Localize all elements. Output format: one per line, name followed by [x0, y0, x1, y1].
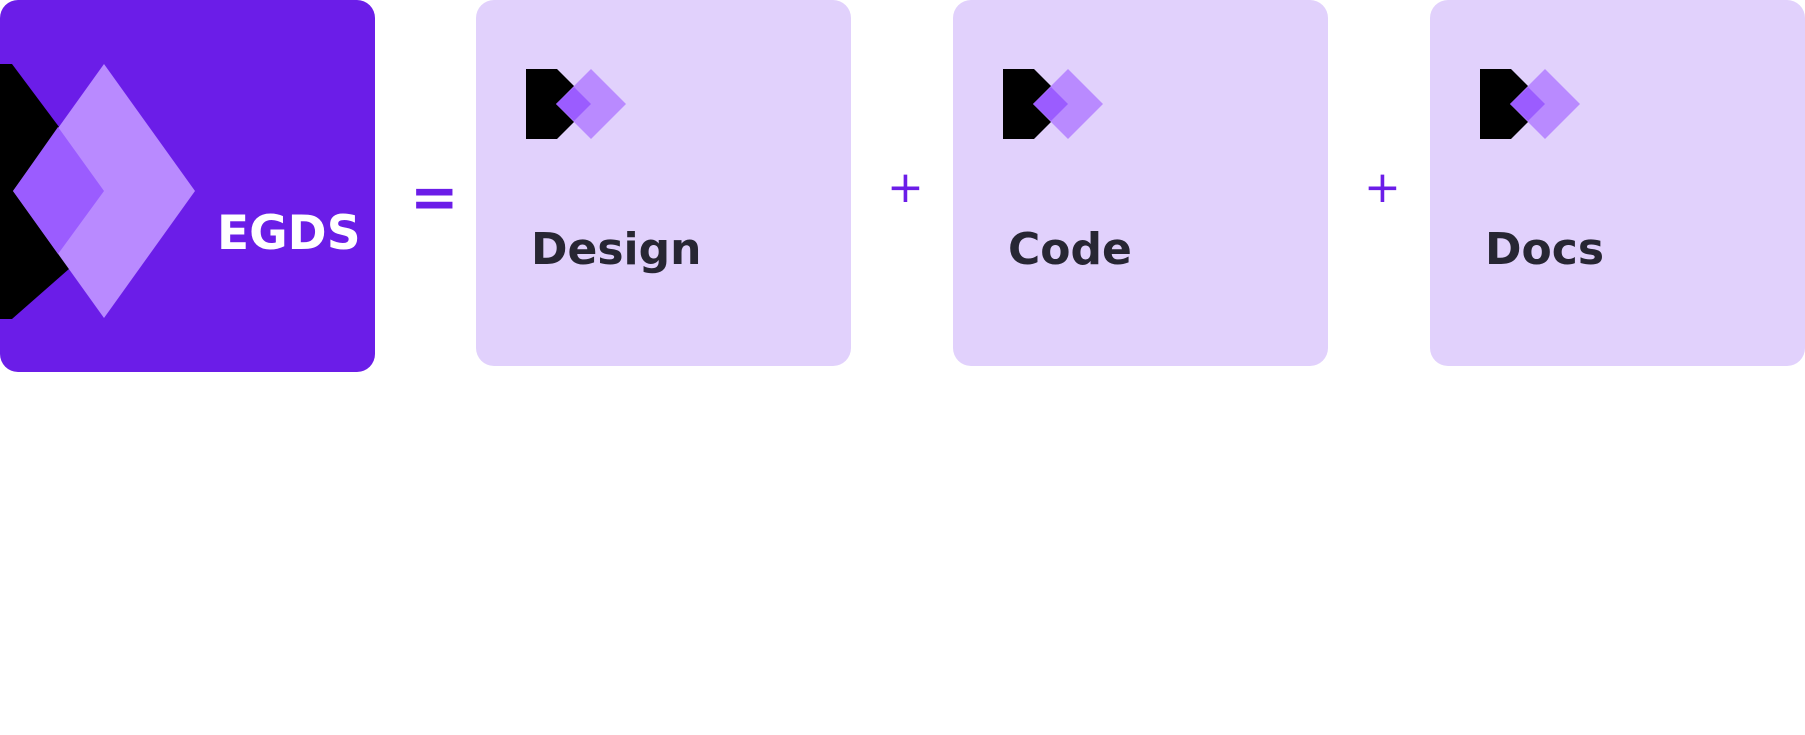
equals-sign: =	[410, 163, 459, 231]
egds-logo-icon	[0, 64, 195, 319]
part-label-design: Design	[531, 224, 702, 275]
code-card: Code	[953, 0, 1328, 366]
part-label-docs: Docs	[1485, 224, 1605, 275]
docs-card: Docs	[1430, 0, 1805, 366]
design-card: Design	[476, 0, 851, 366]
egds-logo-icon	[1003, 69, 1103, 139]
plus-sign: +	[1364, 162, 1401, 213]
egds-logo-icon	[526, 69, 626, 139]
plus-sign: +	[887, 162, 924, 213]
part-label-code: Code	[1008, 224, 1132, 275]
brand-label: EGDS	[217, 206, 361, 261]
egds-logo-icon	[1480, 69, 1580, 139]
egds-brand-card: EGDS	[0, 0, 375, 372]
